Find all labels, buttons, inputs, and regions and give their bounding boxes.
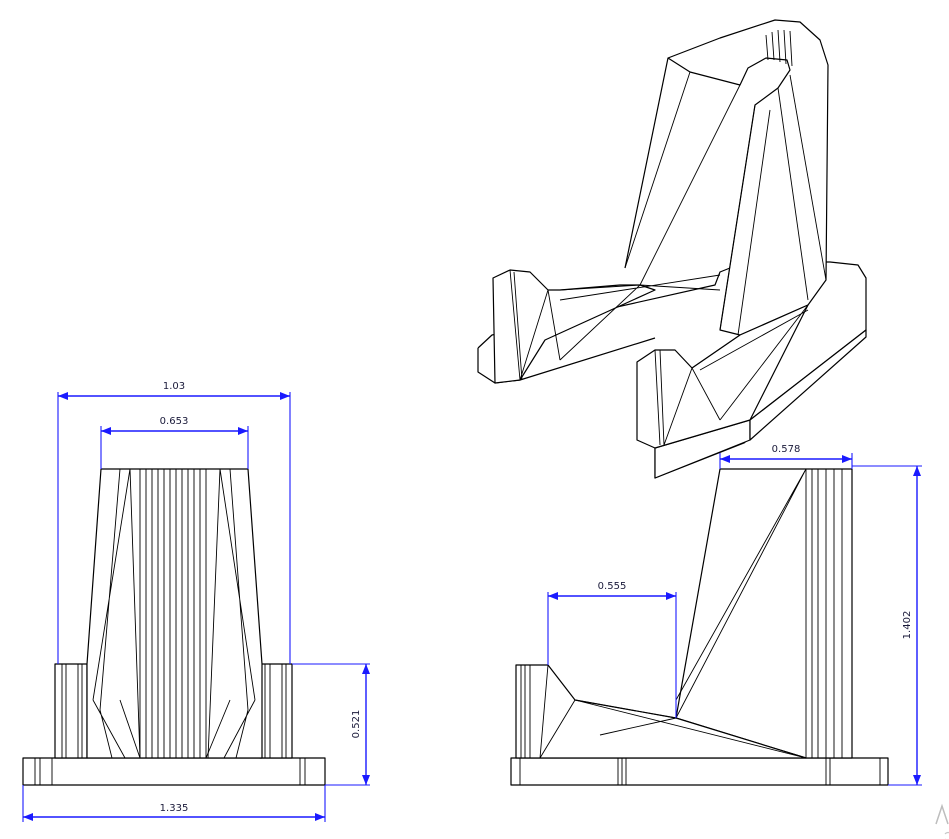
svg-text:0.555: 0.555 xyxy=(598,581,627,592)
svg-text:0.521: 0.521 xyxy=(351,710,362,739)
svg-text:0.653: 0.653 xyxy=(160,416,189,427)
side-base xyxy=(510,757,889,786)
iso-upright xyxy=(624,19,829,336)
svg-text:1.335: 1.335 xyxy=(160,803,189,814)
dimensions: 1.03 0.653 1.335 0.521 xyxy=(22,381,922,822)
dim-front-top-outer: 1.03 xyxy=(57,381,291,664)
svg-text:0.578: 0.578 xyxy=(772,444,801,455)
watermark-fragment xyxy=(935,803,949,839)
dim-front-base-width: 1.335 xyxy=(22,785,326,822)
iso-right-tab xyxy=(636,304,809,449)
svg-text:1.03: 1.03 xyxy=(163,381,185,392)
dim-side-height: 1.402 xyxy=(852,465,922,786)
front-body xyxy=(86,468,263,759)
side-upright xyxy=(675,468,853,759)
dim-front-top-inner: 0.653 xyxy=(100,416,249,469)
side-view xyxy=(510,468,889,786)
dim-side-top-width: 0.578 xyxy=(719,444,853,469)
dim-front-tab-height: 0.521 xyxy=(292,663,370,786)
dim-side-opening: 0.555 xyxy=(547,581,677,718)
front-base xyxy=(22,757,326,786)
iso-left-tab xyxy=(492,269,656,384)
svg-text:1.402: 1.402 xyxy=(902,611,913,640)
front-view xyxy=(22,468,326,786)
isometric-view xyxy=(477,19,867,479)
